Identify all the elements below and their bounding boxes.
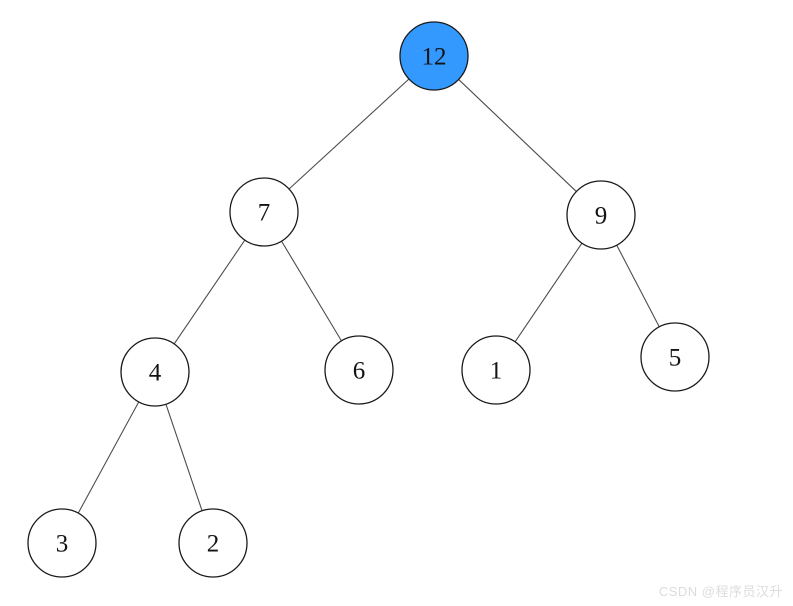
tree-node-3[interactable]: 3 (27, 508, 97, 578)
node-label-7: 7 (258, 200, 271, 227)
tree-edge-7-4 (173, 239, 246, 345)
node-circle-5 (640, 322, 710, 392)
tree-node-2[interactable]: 2 (178, 508, 248, 578)
tree-node-9[interactable]: 9 (566, 180, 636, 250)
node-circle-1 (461, 335, 531, 405)
node-label-3: 3 (56, 531, 69, 558)
node-circle-4 (120, 337, 190, 407)
tree-edge-9-1 (514, 242, 583, 343)
tree-node-12[interactable]: 12 (399, 21, 469, 91)
node-label-4: 4 (149, 360, 162, 387)
node-circle-9 (566, 180, 636, 250)
node-label-1: 1 (490, 358, 503, 385)
tree-edge-7-6 (281, 240, 342, 342)
node-label-12: 12 (422, 44, 447, 71)
node-circle-6 (324, 335, 394, 405)
node-label-9: 9 (595, 203, 608, 230)
node-label-6: 6 (353, 358, 366, 385)
edge-layer (77, 78, 660, 514)
tree-node-1[interactable]: 1 (461, 335, 531, 405)
node-label-5: 5 (669, 345, 682, 372)
watermark-text: CSDN @程序员汉升 (658, 584, 783, 599)
tree-node-6[interactable]: 6 (324, 335, 394, 405)
node-circle-2 (178, 508, 248, 578)
node-circle-3 (27, 508, 97, 578)
node-label-2: 2 (207, 531, 220, 558)
node-layer: 12 7 9 4 6 1 5 3 2 (27, 21, 710, 578)
tree-edge-9-5 (616, 244, 660, 328)
tree-node-7[interactable]: 7 (229, 177, 299, 247)
tree-edge-12-7 (288, 78, 410, 190)
node-circle-7 (229, 177, 299, 247)
tree-edge-4-3 (77, 401, 140, 514)
tree-edge-4-2 (165, 404, 203, 511)
tree-edge-12-9 (458, 79, 577, 192)
tree-node-5[interactable]: 5 (640, 322, 710, 392)
tree-node-4[interactable]: 4 (120, 337, 190, 407)
node-circle-12 (399, 21, 469, 91)
